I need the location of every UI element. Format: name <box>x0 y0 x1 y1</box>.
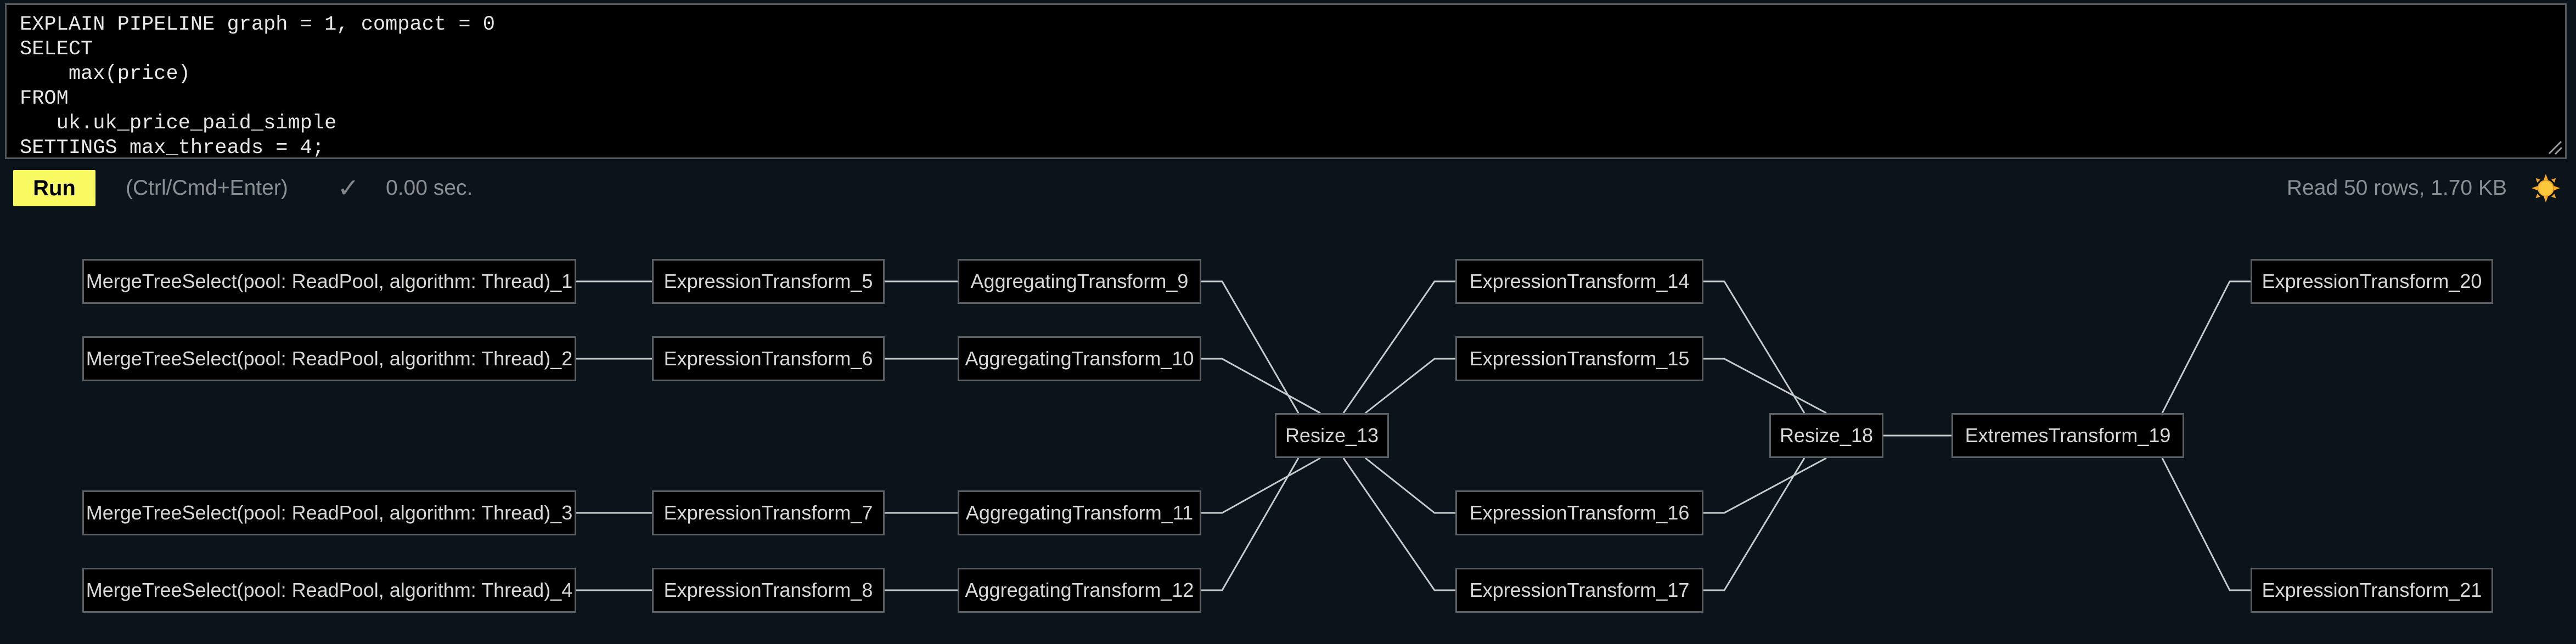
node-expressiontransform-15: ExpressionTransform_15 <box>1455 336 1703 381</box>
run-button[interactable]: Run <box>13 170 95 206</box>
toolbar-right-group: Read 50 rows, 1.70 KB <box>2287 172 2562 204</box>
node-expressiontransform-14: ExpressionTransform_14 <box>1455 259 1703 304</box>
node-expressiontransform-7: ExpressionTransform_7 <box>652 490 885 535</box>
node-expressiontransform-5: ExpressionTransform_5 <box>652 259 885 304</box>
node-aggregatingtransform-10: AggregatingTransform_10 <box>958 336 1201 381</box>
node-mergetreeselect-3: MergeTreeSelect(pool: ReadPool, algorith… <box>82 490 576 535</box>
node-expressiontransform-6: ExpressionTransform_6 <box>652 336 885 381</box>
node-resize-18: Resize_18 <box>1769 413 1883 458</box>
sun-icon <box>2532 174 2560 202</box>
node-aggregatingtransform-11: AggregatingTransform_11 <box>958 490 1201 535</box>
query-editor: EXPLAIN PIPELINE graph = 1, compact = 0 … <box>5 3 2567 159</box>
check-icon: ✓ <box>337 174 360 203</box>
elapsed-time: 0.00 sec. <box>386 176 473 200</box>
query-input[interactable]: EXPLAIN PIPELINE graph = 1, compact = 0 … <box>5 3 2567 159</box>
theme-toggle-button[interactable] <box>2530 172 2562 204</box>
node-extremestransform-19: ExtremesTransform_19 <box>1951 413 2184 458</box>
node-mergetreeselect-2: MergeTreeSelect(pool: ReadPool, algorith… <box>82 336 576 381</box>
node-expressiontransform-21: ExpressionTransform_21 <box>2251 568 2493 613</box>
node-expressiontransform-16: ExpressionTransform_16 <box>1455 490 1703 535</box>
node-mergetreeselect-4: MergeTreeSelect(pool: ReadPool, algorith… <box>82 568 576 613</box>
node-expressiontransform-17: ExpressionTransform_17 <box>1455 568 1703 613</box>
textarea-resize-handle[interactable] <box>2545 137 2563 156</box>
node-expressiontransform-8: ExpressionTransform_8 <box>652 568 885 613</box>
node-aggregatingtransform-12: AggregatingTransform_12 <box>958 568 1201 613</box>
node-resize-13: Resize_13 <box>1275 413 1389 458</box>
shortcut-hint: (Ctrl/Cmd+Enter) <box>126 176 288 200</box>
toolbar: Run (Ctrl/Cmd+Enter) ✓ 0.00 sec. Read 50… <box>13 165 2562 212</box>
node-expressiontransform-20: ExpressionTransform_20 <box>2251 259 2493 304</box>
node-mergetreeselect-1: MergeTreeSelect(pool: ReadPool, algorith… <box>82 259 576 304</box>
node-aggregatingtransform-9: AggregatingTransform_9 <box>958 259 1201 304</box>
read-stats: Read 50 rows, 1.70 KB <box>2286 176 2507 200</box>
